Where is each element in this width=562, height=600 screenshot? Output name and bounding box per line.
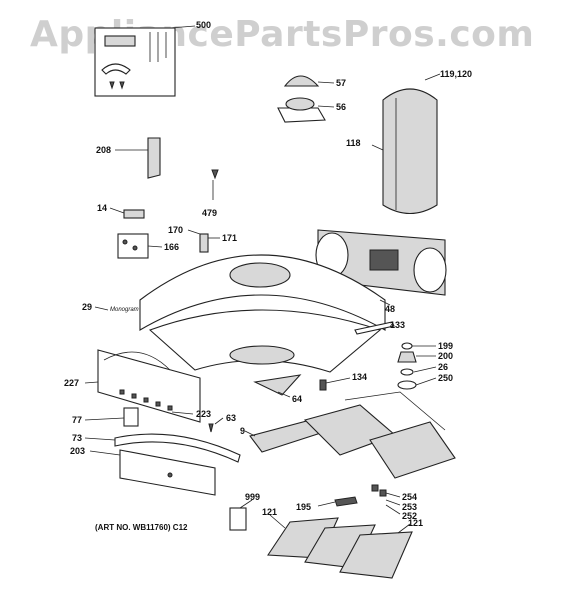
callout-200: 200 [438,351,454,361]
switch-170[interactable] [199,233,209,253]
callout-119-120: 119,120 [440,69,473,79]
bracket-208[interactable] [147,137,161,179]
callout-63: 63 [226,413,237,423]
callout-73: 73 [72,433,83,443]
callout-227: 227 [64,378,80,388]
callout-121-right: 121 [408,518,424,528]
callout-999: 999 [245,492,261,502]
dome-cap-57[interactable] [283,75,320,87]
callout-134: 134 [352,372,368,382]
callout-14: 14 [97,203,108,213]
hood-body[interactable] [139,254,386,373]
duct-cover-118[interactable] [382,88,438,215]
callout-48: 48 [385,304,396,314]
monogram-logo-text: Monogram [110,307,139,313]
callout-121-left: 121 [262,507,278,517]
callout-203: 203 [70,446,86,456]
callout-56: 56 [336,102,347,112]
leader-lines [84,25,441,534]
callout-208: 208 [96,145,112,155]
callout-26: 26 [438,362,449,372]
control-panel-227[interactable] [97,349,201,423]
bracket-195[interactable] [334,496,358,507]
hardware-kit-500[interactable] [94,27,176,97]
callout-77: 77 [72,415,83,425]
callout-133: 133 [390,320,406,330]
callout-171: 171 [222,233,238,243]
callout-118: 118 [346,138,361,148]
callout-223: 223 [196,409,212,419]
lamp-parts[interactable] [397,342,417,390]
liner-64[interactable] [253,374,302,396]
terminal-14[interactable] [123,209,145,219]
damper-56[interactable] [277,97,326,123]
filter-rail[interactable] [344,391,446,431]
screw-479[interactable] [211,169,219,180]
callout-199: 199 [438,341,454,351]
callout-250: 250 [438,373,454,383]
callout-170: 170 [168,225,184,235]
screw-63[interactable] [208,423,214,433]
callout-254: 254 [402,492,418,502]
front-trim-73[interactable] [114,433,241,463]
filter-121-right[interactable] [339,531,413,579]
parts-252-254[interactable] [371,484,387,497]
switch-plate-77[interactable] [123,407,139,427]
control-board-166[interactable] [117,233,149,259]
callout-253: 253 [402,502,418,512]
part-134[interactable] [319,379,327,391]
front-panel-203[interactable] [119,449,216,496]
manual-999[interactable] [229,507,247,531]
rail-133[interactable] [354,321,395,335]
callout-166: 166 [164,242,180,252]
art-number: (ART NO. WB11760) C12 [95,523,188,532]
callout-252: 252 [402,511,418,521]
callout-57: 57 [336,78,347,88]
callout-64: 64 [292,394,303,404]
callout-29: 29 [82,302,93,312]
callout-500: 500 [196,20,212,30]
callout-9: 9 [240,426,246,436]
callout-195: 195 [296,502,312,512]
callout-479: 479 [202,208,218,218]
grease-filter-right[interactable] [369,421,456,479]
